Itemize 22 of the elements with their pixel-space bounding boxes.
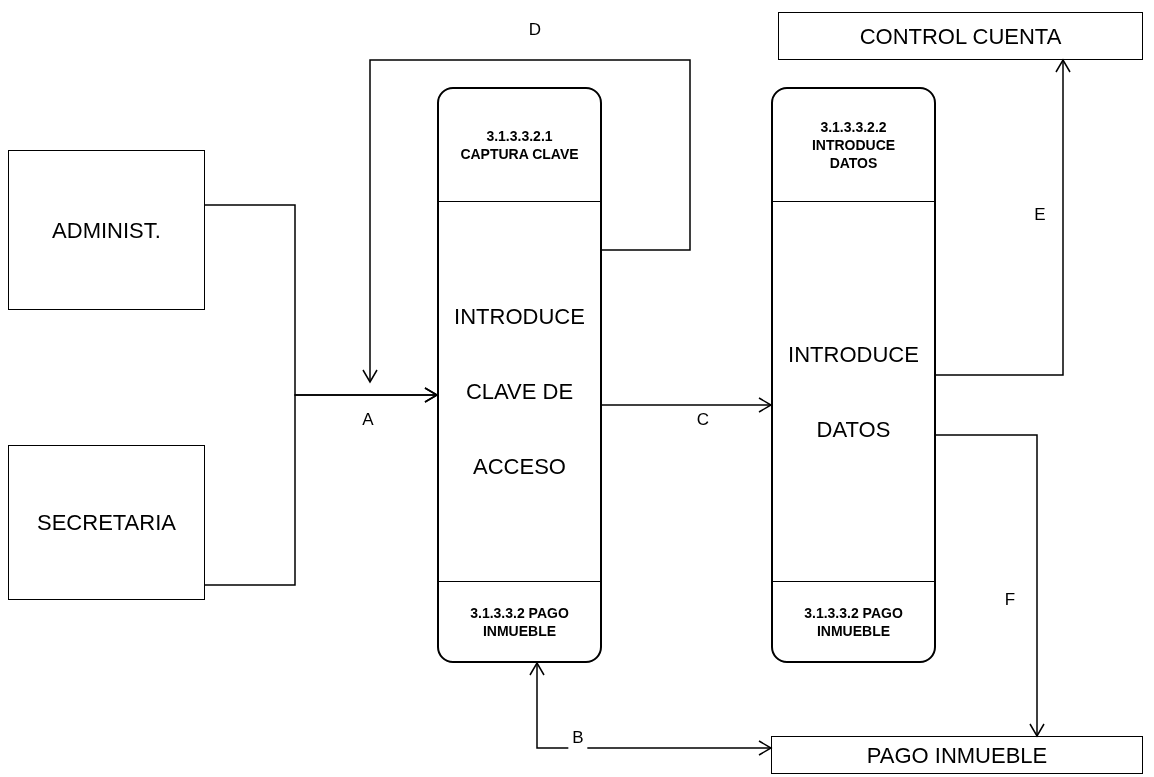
process-group: 3.1.3.3.2 PAGO INMUEBLE (469, 603, 570, 640)
arrow (362, 59, 691, 383)
process-box (437, 87, 602, 663)
process-description: INTRODUCE DATOS (787, 340, 920, 444)
entity-box (771, 736, 1143, 774)
arrow (935, 59, 1071, 376)
entity-name: ADMINIST. (52, 216, 161, 245)
process-description: INTRODUCE CLAVE DE ACCESO (453, 303, 586, 481)
process-id: 3.1.3.3.2.2 INTRODUCE DATOS (810, 118, 897, 172)
entity-name: CONTROL CUENTA (859, 22, 1062, 51)
process-id: 3.1.3.3.2.1 CAPTURA CLAVE (459, 127, 580, 163)
process-group: 3.1.3.3.2 PAGO INMUEBLE (803, 603, 904, 640)
process-box (771, 87, 936, 663)
arrow (529, 662, 772, 756)
entity-box (778, 12, 1143, 60)
entity-name: SECRETARIA (37, 509, 176, 537)
arrow (601, 397, 772, 413)
entity-box (8, 445, 205, 600)
arrow (204, 387, 438, 586)
entity-name: PAGO INMUEBLE (866, 741, 1048, 770)
entity-box (8, 150, 205, 310)
arrow (935, 434, 1045, 737)
